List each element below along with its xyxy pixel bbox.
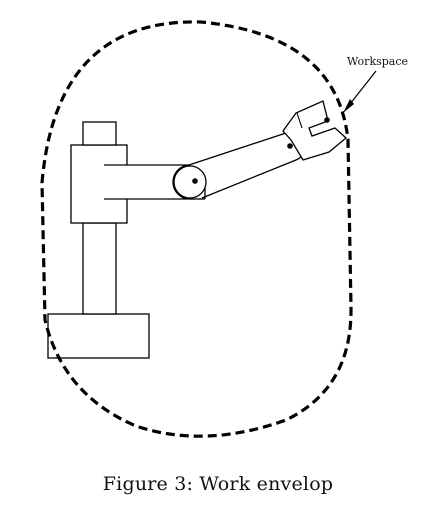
workspace-label-arrow xyxy=(343,70,377,113)
gripper xyxy=(282,100,347,161)
forearm-link xyxy=(188,131,307,199)
horizontal-link xyxy=(104,164,191,200)
workspace-label: Workspace xyxy=(347,55,408,68)
top-cap xyxy=(82,121,117,146)
base-plate xyxy=(47,313,150,359)
work-envelope-diagram: Workspace xyxy=(40,20,408,438)
figure-caption: Figure 3: Work envelop xyxy=(102,473,334,495)
wrist-pin xyxy=(287,143,293,149)
elbow-joint xyxy=(173,165,207,199)
vertical-column xyxy=(82,222,117,315)
gripper-tip-point xyxy=(324,117,330,123)
elbow-pin xyxy=(192,178,198,184)
